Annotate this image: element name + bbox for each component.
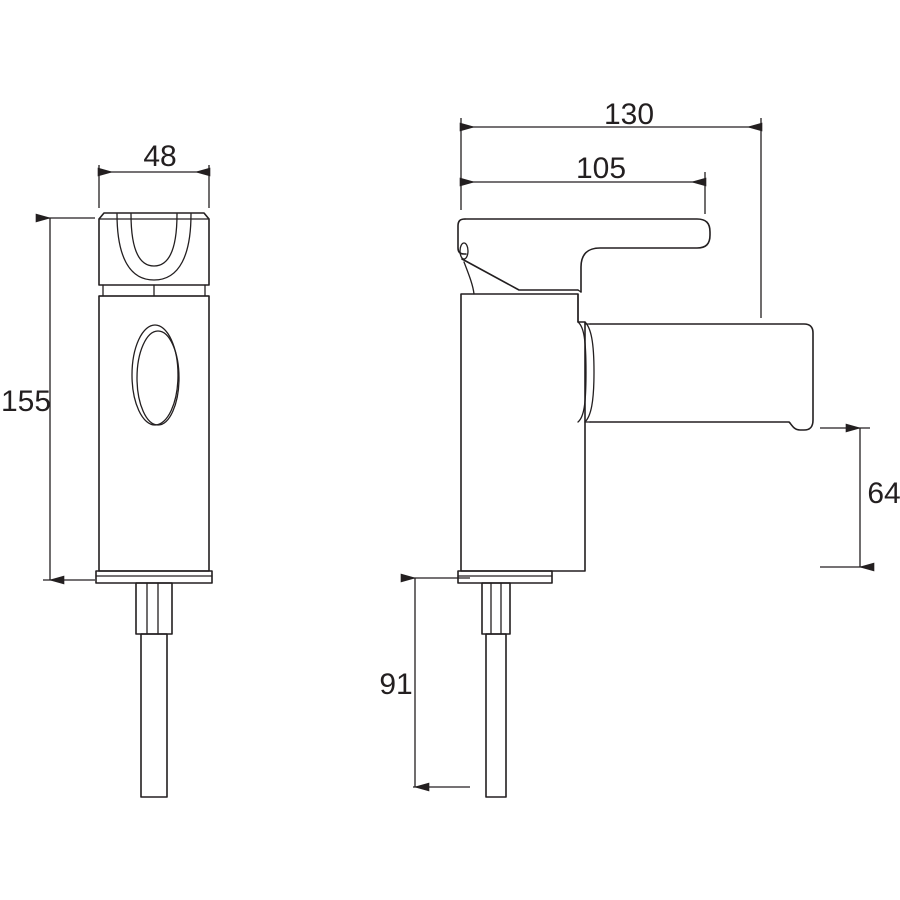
dimension-label-48: 48 [143,140,176,173]
front-body [98,295,210,572]
front-base-plate [95,570,213,584]
dimension-projection-130: 130 [459,98,763,318]
dimension-label-155: 155 [1,385,51,418]
side-shank-nut [481,582,511,635]
dimension-width-48: 48 [97,140,211,208]
dimension-label-130: 130 [604,98,654,131]
front-lever-scallop [116,213,192,281]
front-elevation-view [95,212,213,798]
side-elevation-view [457,218,814,798]
dimension-shank-91: 91 [379,573,470,792]
dimension-height-155: 155 [1,213,95,585]
dimension-label-91: 91 [379,668,412,701]
front-collar [98,284,210,297]
front-outlet-oval [131,324,180,426]
front-shank-nut [135,582,173,635]
dimension-projection-105: 105 [459,152,707,214]
side-spout [584,323,814,431]
dimension-label-64: 64 [867,477,900,510]
side-tail-shank [485,633,507,798]
side-spout-neck [577,321,595,423]
front-handle-cap [98,212,210,286]
side-body [460,293,586,572]
dimension-spout-height-64: 64 [820,423,900,572]
side-base-plate [457,570,553,584]
side-lever-handle [457,218,711,295]
dimension-label-105: 105 [576,152,626,185]
front-tail-shank [140,633,168,798]
